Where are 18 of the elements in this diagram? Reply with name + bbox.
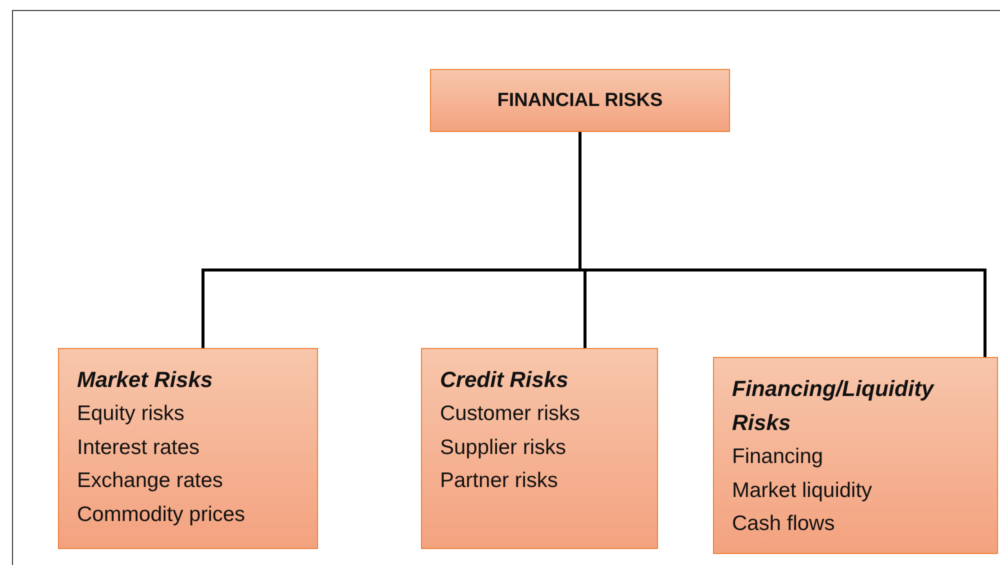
list-item: Partner risks <box>440 468 559 494</box>
list-item: Exchange rates <box>77 468 224 494</box>
list-item: Supplier risks <box>440 434 568 461</box>
box-heading: FINANCIAL RISKS <box>497 88 663 113</box>
category-box <box>713 357 998 554</box>
list-item: Financing <box>732 444 824 470</box>
list-item: Equity risks <box>77 401 186 428</box>
box-heading: Market Risks <box>77 366 214 394</box>
category-box <box>58 348 318 549</box>
list-item: Cash flows <box>732 511 836 538</box>
root-box <box>430 69 730 132</box>
box-heading: Financing/Liquidity Risks <box>732 375 936 438</box>
list-item: Interest rates <box>77 434 201 461</box>
box-heading: Credit Risks <box>440 366 570 394</box>
list-item: Customer risks <box>440 401 582 428</box>
category-box <box>421 348 658 549</box>
list-item: Market liquidity <box>732 478 874 504</box>
list-item: Commodity prices <box>77 502 246 528</box>
